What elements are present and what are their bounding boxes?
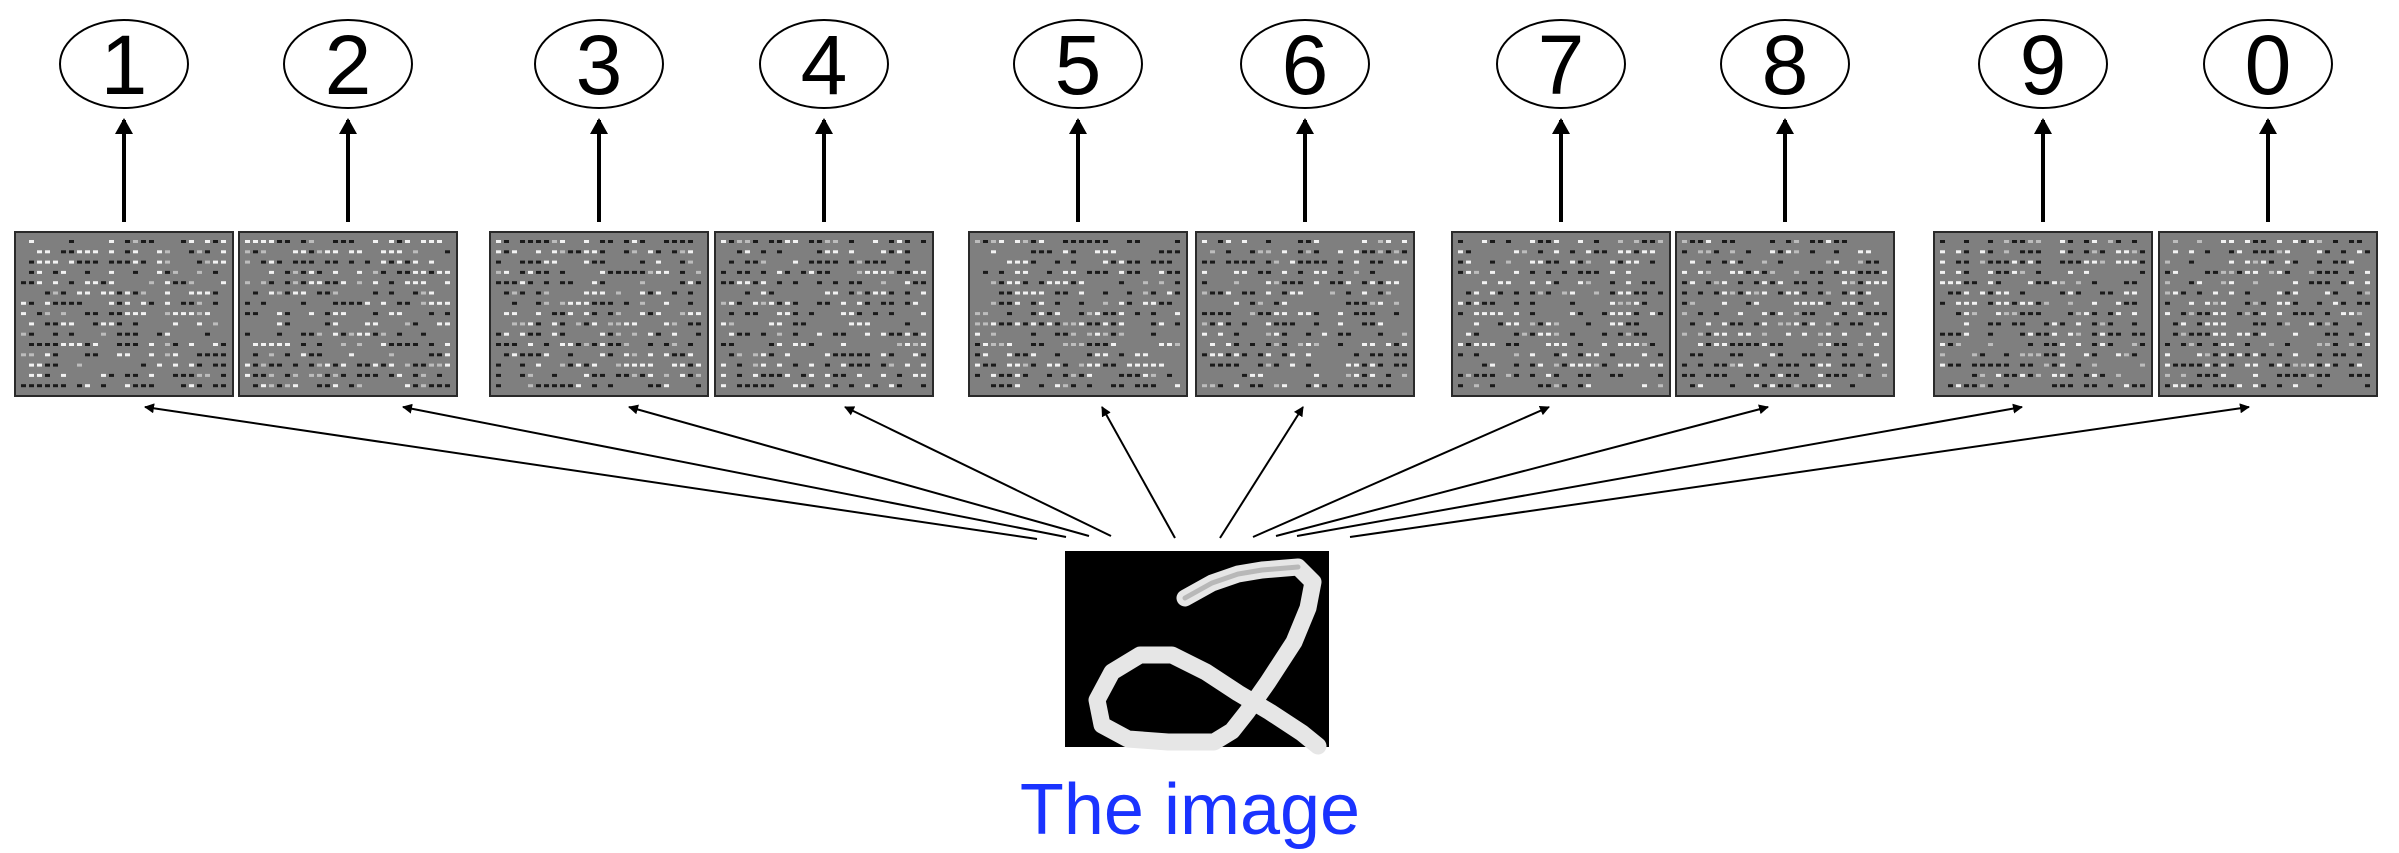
class-label: 8 xyxy=(1762,18,1809,112)
weight-filter-pixels xyxy=(21,240,226,388)
weight-filter-pixels xyxy=(721,240,926,388)
input-arrow xyxy=(1219,406,1304,539)
class-units: 1 2 3 4 5 6 7 8 9 0 xyxy=(14,18,2378,397)
class-label-ellipse xyxy=(1013,19,1143,109)
weight-filter xyxy=(2158,231,2378,397)
class-unit: 1 xyxy=(14,18,234,397)
class-unit: 9 xyxy=(1933,18,2153,397)
weight-filter-pixels xyxy=(975,240,1180,388)
class-unit: 7 xyxy=(1451,18,1671,397)
input-arrow xyxy=(1349,403,2250,538)
weight-filter xyxy=(489,231,709,397)
class-label: 7 xyxy=(1538,18,1585,112)
class-label-ellipse xyxy=(283,19,413,109)
input-arrow xyxy=(402,403,1067,538)
weight-filter xyxy=(14,231,234,397)
class-label-ellipse xyxy=(534,19,664,109)
weight-filter xyxy=(1451,231,1671,397)
input-arrow xyxy=(1252,406,1550,538)
class-label: 4 xyxy=(801,18,848,112)
class-unit: 3 xyxy=(489,18,709,397)
class-label: 0 xyxy=(2245,18,2292,112)
class-label: 6 xyxy=(1282,18,1329,112)
weight-filter-pixels xyxy=(1940,240,2145,388)
weight-filter xyxy=(1675,231,1895,397)
class-label: 5 xyxy=(1055,18,1102,112)
weight-filter-pixels xyxy=(1682,240,1887,388)
weight-filter xyxy=(238,231,458,397)
weight-filter xyxy=(714,231,934,397)
weight-filter-pixels xyxy=(2165,240,2370,388)
input-arrow xyxy=(1296,403,2023,537)
class-unit: 5 xyxy=(968,18,1188,397)
class-label-ellipse xyxy=(1240,19,1370,109)
class-label-ellipse xyxy=(1978,19,2108,109)
class-label-ellipse xyxy=(2203,19,2333,109)
weight-filter-pixels xyxy=(1202,240,1407,388)
class-label-ellipse xyxy=(759,19,889,109)
class-unit: 2 xyxy=(238,18,458,397)
weight-filter-pixels xyxy=(1458,240,1663,388)
class-unit: 6 xyxy=(1195,18,1415,397)
weight-filter xyxy=(968,231,1188,397)
weight-filter-pixels xyxy=(496,240,701,388)
input-arrow xyxy=(144,403,1038,540)
class-unit: 4 xyxy=(714,18,934,397)
input-arrow xyxy=(844,406,1112,537)
input-image-group xyxy=(1065,551,1329,755)
input-arrow xyxy=(1275,404,1769,537)
class-label: 1 xyxy=(101,18,148,112)
input-image-digit xyxy=(1088,558,1327,755)
input-arrow xyxy=(1101,406,1176,539)
class-unit: 8 xyxy=(1675,18,1895,397)
class-label: 9 xyxy=(2020,18,2067,112)
class-label-ellipse xyxy=(1496,19,1626,109)
weight-filter xyxy=(1195,231,1415,397)
weight-filter-pixels xyxy=(245,240,450,388)
input-image-caption: The image xyxy=(1020,770,1360,850)
weight-filter xyxy=(1933,231,2153,397)
class-label: 2 xyxy=(325,18,372,112)
class-label-ellipse xyxy=(1720,19,1850,109)
input-arrow xyxy=(628,404,1090,537)
class-unit: 0 xyxy=(2158,18,2378,397)
class-label: 3 xyxy=(576,18,623,112)
class-label-ellipse xyxy=(59,19,189,109)
input-to-filter-arrows xyxy=(144,403,2250,540)
